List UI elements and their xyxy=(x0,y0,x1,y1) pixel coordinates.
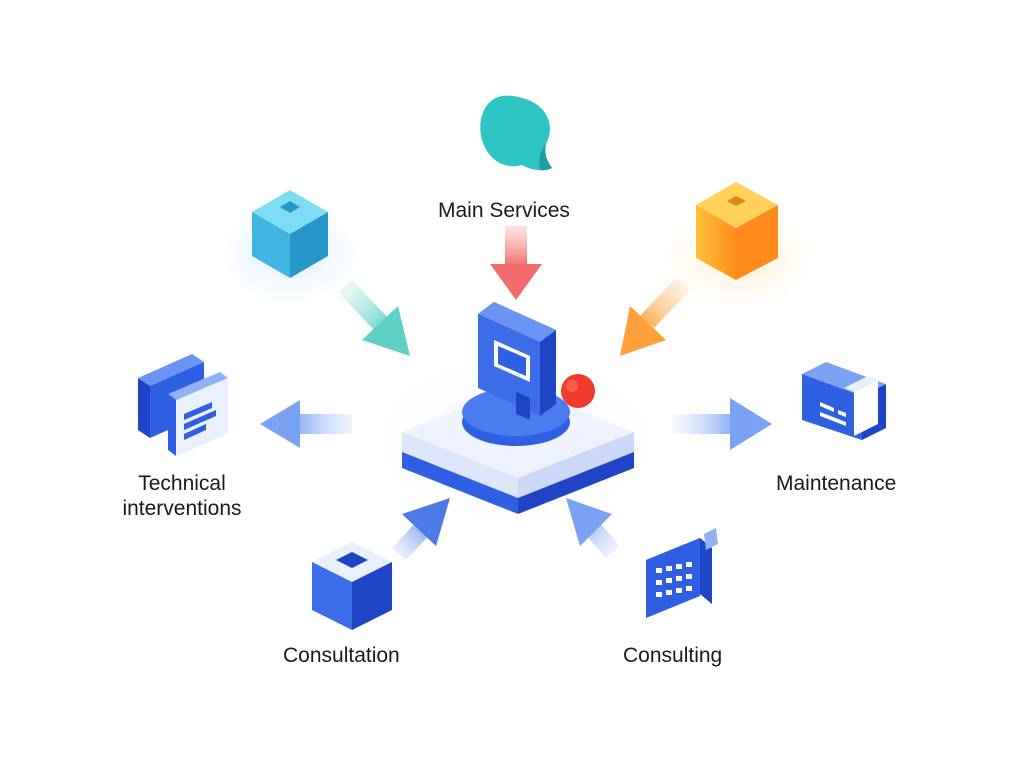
technical-interventions-label: Technical interventions xyxy=(100,471,264,521)
chat-bubble-icon xyxy=(480,95,552,171)
cyan-cube-icon xyxy=(252,190,328,278)
document-stack-icon xyxy=(138,354,228,456)
calendar-icon xyxy=(646,528,718,618)
arrow-left xyxy=(260,400,352,448)
arrow-main-down xyxy=(490,226,542,300)
arrow-up-left xyxy=(566,498,620,558)
blue-cube-icon xyxy=(312,542,392,630)
folder-stack-icon xyxy=(802,362,886,440)
technical-label-line-2: interventions xyxy=(122,497,242,520)
consultation-label: Consultation xyxy=(283,644,400,667)
arrow-orange-diagonal xyxy=(620,278,690,356)
consulting-label: Consulting xyxy=(623,644,723,667)
arrow-up-right xyxy=(392,498,450,560)
technical-label-line-1: Technical xyxy=(138,472,226,495)
orange-cube-icon xyxy=(696,182,778,280)
arrow-teal-diagonal xyxy=(338,280,410,356)
main-services-label: Main Services xyxy=(438,199,570,222)
maintenance-label: Maintenance xyxy=(776,472,897,495)
arrow-right xyxy=(672,398,772,450)
central-logo-icon xyxy=(462,302,595,446)
